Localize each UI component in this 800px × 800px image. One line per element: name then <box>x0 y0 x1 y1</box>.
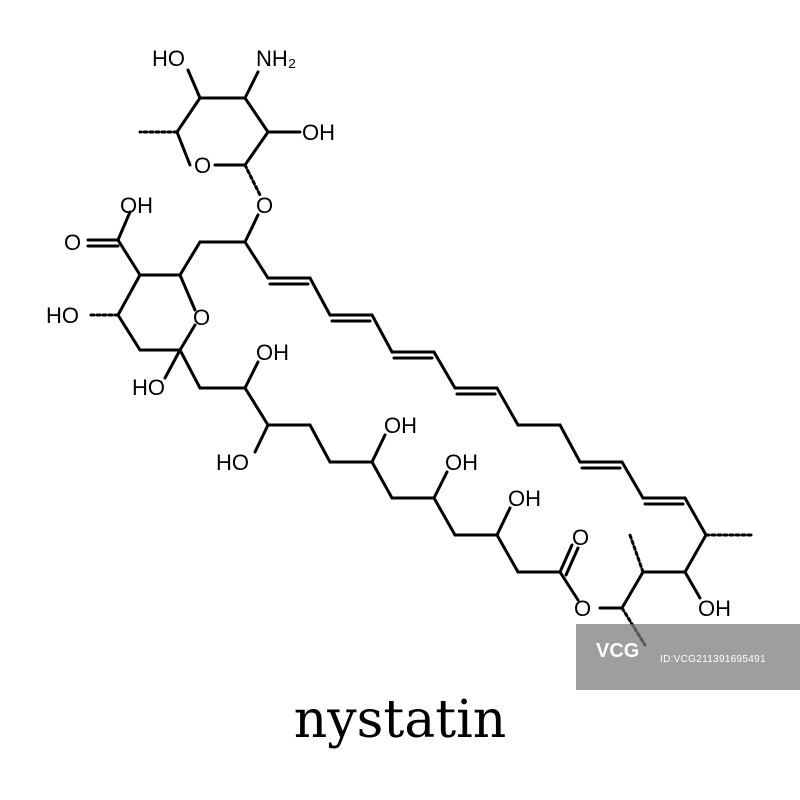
watermark-logo: VCG <box>596 640 640 662</box>
label-ho-sugar: HO <box>152 46 185 71</box>
molecule-name: nystatin <box>293 690 507 750</box>
watermark-image-id: ID:VCG211391695491 <box>660 654 766 665</box>
label-o-lactone-ring: O <box>574 596 591 621</box>
label-o-sugar-ring: O <box>194 153 211 178</box>
label-oh-chain-5: OH <box>508 486 541 511</box>
label-o-glycosidic: O <box>256 193 273 218</box>
label-ho-acid-ring: HO <box>46 303 79 328</box>
label-oh-chain-3: OH <box>384 413 417 438</box>
watermark-panel: VCG ID:VCG211391695491 <box>576 624 800 690</box>
polyene-chain <box>243 240 754 647</box>
label-o-lactone-carbonyl: O <box>572 525 589 550</box>
label-oh-sugar: OH <box>302 120 335 145</box>
atom-labels: HO NH₂ OH O O OH O O HO HO OH HO OH OH O… <box>46 46 731 621</box>
label-ho-ketal: HO <box>132 375 165 400</box>
label-oh-chain-4: OH <box>445 450 478 475</box>
acid-ring <box>86 210 260 380</box>
label-oh-chain-1: OH <box>256 340 289 365</box>
label-ho-chain-2: HO <box>216 450 249 475</box>
label-nh2: NH₂ <box>256 46 296 71</box>
label-oh-lower-right: OH <box>698 596 731 621</box>
label-oh-acid: OH <box>120 193 153 218</box>
label-o-acid-ring: O <box>193 305 210 330</box>
polyol-chain <box>178 348 580 602</box>
label-o-carbonyl-acid: O <box>64 230 81 255</box>
sugar-ring <box>138 68 302 197</box>
